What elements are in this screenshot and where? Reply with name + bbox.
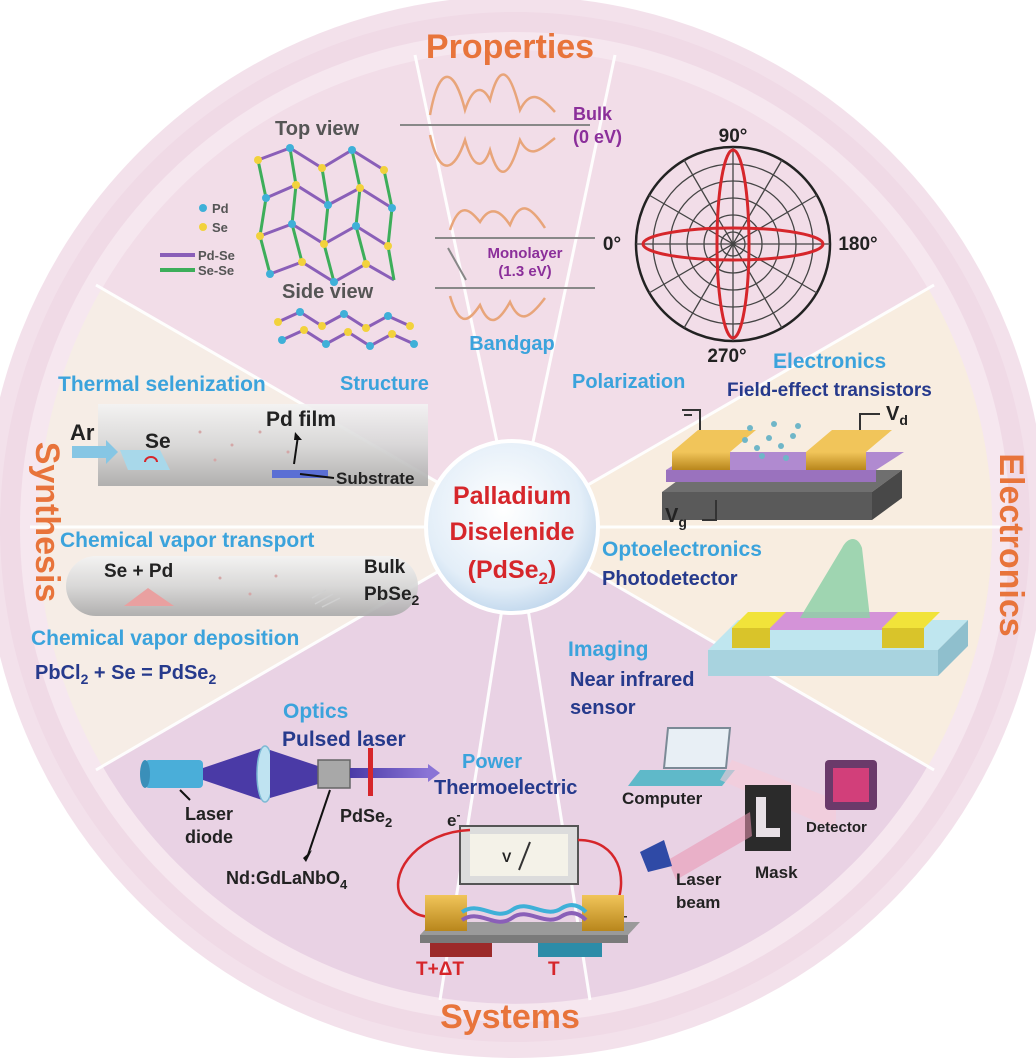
laser-diode-label-line2: diode bbox=[185, 827, 233, 847]
structure-label: Structure bbox=[340, 373, 429, 395]
thermal-selenization-title: Thermal selenization bbox=[58, 373, 266, 396]
detector-label: Detector bbox=[806, 819, 867, 836]
se-atom-icon bbox=[199, 223, 207, 231]
selenium-source-label: Se bbox=[145, 430, 171, 453]
argon-label: Ar bbox=[70, 420, 95, 445]
fet-subtitle: Field-effect transistors bbox=[727, 380, 932, 401]
bandgap-panel: Bulk (0 eV) Monolayer (1.3 eV) Bandgap bbox=[400, 73, 622, 355]
laptop-icon bbox=[628, 727, 735, 786]
legend-se-se: Se-Se bbox=[198, 263, 234, 278]
angle-0-label: 0° bbox=[603, 234, 621, 255]
cvd-title: Chemical vapor deposition bbox=[31, 627, 299, 650]
quadrant-title-synthesis: Synthesis bbox=[28, 442, 66, 603]
laser-diode-label-line1: Laser bbox=[185, 804, 233, 824]
imaging-subtitle-line2: sensor bbox=[570, 697, 636, 719]
computer-label: Computer bbox=[622, 789, 703, 808]
voltmeter-label: V bbox=[502, 849, 512, 865]
center-hub: Palladium Diselenide (PdSe2) bbox=[424, 439, 600, 615]
imaging-subtitle-line1: Near infrared bbox=[570, 669, 695, 691]
photodetector-illustration bbox=[708, 539, 968, 676]
electron-label-top: e- bbox=[447, 808, 460, 830]
polarization-panel: 90° 0° 180° 270° Polarization bbox=[572, 126, 878, 393]
hot-side-label: T+ΔT bbox=[416, 959, 464, 980]
bandgap-arrow-icon bbox=[447, 247, 467, 281]
gate-voltage-label: Vg bbox=[665, 505, 687, 530]
gain-crystal-label: Nd:GdLaNbO4 bbox=[226, 868, 348, 892]
substrate-label: Substrate bbox=[336, 469, 414, 488]
polarization-label: Polarization bbox=[572, 371, 685, 393]
cold-side-label: T bbox=[548, 959, 560, 980]
fet-panel: Electronics Field-effect transistors Vd … bbox=[662, 350, 932, 530]
drain-voltage-label: Vd bbox=[886, 403, 908, 428]
legend-pd-se: Pd-Se bbox=[198, 248, 235, 263]
thermoelectric-panel: Power Thermoelectric V e- e- T+ΔT T bbox=[396, 751, 640, 980]
angle-90-label: 90° bbox=[719, 126, 748, 147]
power-title: Power bbox=[462, 751, 522, 773]
center-title-formula: (PdSe2) bbox=[468, 556, 557, 588]
bulk-product-label: PbSe2 bbox=[364, 584, 420, 608]
angle-180-label: 180° bbox=[838, 234, 877, 255]
fet-device-illustration bbox=[662, 409, 904, 521]
center-title-line2: Diselenide bbox=[449, 518, 574, 546]
optics-panel: Optics Pulsed laser Laser diode PdSe2 Nd… bbox=[140, 700, 440, 892]
side-view-label: Side view bbox=[282, 281, 374, 303]
laser-beam-label-line2: beam bbox=[676, 893, 720, 912]
laser-beam-label-line1: Laser bbox=[676, 870, 722, 889]
imaging-title: Imaging bbox=[568, 638, 649, 661]
monolayer-gap-value: (1.3 eV) bbox=[498, 263, 551, 280]
quadrant-title-systems: Systems bbox=[440, 998, 580, 1036]
sealed-ampoule-illustration bbox=[66, 556, 418, 616]
thermoelectric-subtitle: Thermoelectric bbox=[434, 777, 577, 799]
synthesis-panel: Thermal selenization Ar Se Pd film Subst… bbox=[31, 373, 428, 687]
thermoelectric-device-illustration bbox=[420, 895, 640, 957]
mask-label: Mask bbox=[755, 863, 798, 882]
top-view-label: Top view bbox=[275, 118, 360, 140]
photodetector-subtitle: Photodetector bbox=[602, 568, 738, 590]
voltmeter-icon bbox=[459, 825, 579, 885]
polar-lobes bbox=[641, 148, 825, 340]
laser-source-icon bbox=[640, 840, 672, 872]
bulk-crystal-label: Bulk bbox=[364, 557, 406, 578]
electronics-title: Electronics bbox=[773, 350, 886, 373]
laser-setup-illustration bbox=[140, 745, 440, 862]
lattice-side-view bbox=[274, 308, 418, 350]
center-title-line1: Palladium bbox=[453, 482, 571, 510]
structure-panel: Top view Pd Se Pd-Se Se-Se Side vi bbox=[160, 118, 429, 395]
quadrant-title-properties: Properties bbox=[426, 28, 594, 66]
cvd-reaction-equation: PbCl2 + Se = PdSe2 bbox=[35, 662, 216, 687]
angle-270-label: 270° bbox=[707, 346, 746, 367]
optics-title: Optics bbox=[283, 700, 348, 723]
bulk-label: Bulk bbox=[573, 104, 613, 124]
imaging-panel: Imaging Near infrared sensor Computer De… bbox=[568, 638, 877, 912]
bulk-gap-value: (0 eV) bbox=[573, 127, 622, 147]
pd-atom-icon bbox=[199, 204, 207, 212]
lattice-top-view bbox=[254, 144, 396, 286]
detector-icon bbox=[825, 760, 877, 810]
mask-icon bbox=[745, 785, 791, 851]
quadrant-title-electronics: Electronics bbox=[992, 453, 1030, 636]
pd-film-label: Pd film bbox=[266, 408, 336, 431]
cvt-title: Chemical vapor transport bbox=[60, 529, 314, 552]
legend-pd: Pd bbox=[212, 201, 229, 216]
gas-flow-arrow-icon bbox=[72, 440, 118, 464]
pulsed-laser-subtitle: Pulsed laser bbox=[282, 728, 406, 751]
polar-plot bbox=[634, 145, 832, 343]
monolayer-label: Monolayer bbox=[487, 245, 562, 262]
bandgap-label: Bandgap bbox=[469, 333, 555, 355]
optoelectronics-title: Optoelectronics bbox=[602, 538, 762, 561]
photodetector-panel: Optoelectronics Photodetector bbox=[602, 538, 968, 676]
pdse2-absorber-label: PdSe2 bbox=[340, 806, 392, 830]
furnace-tube-illustration bbox=[98, 404, 428, 486]
precursor-label: Se + Pd bbox=[104, 561, 173, 582]
legend-se: Se bbox=[212, 220, 228, 235]
